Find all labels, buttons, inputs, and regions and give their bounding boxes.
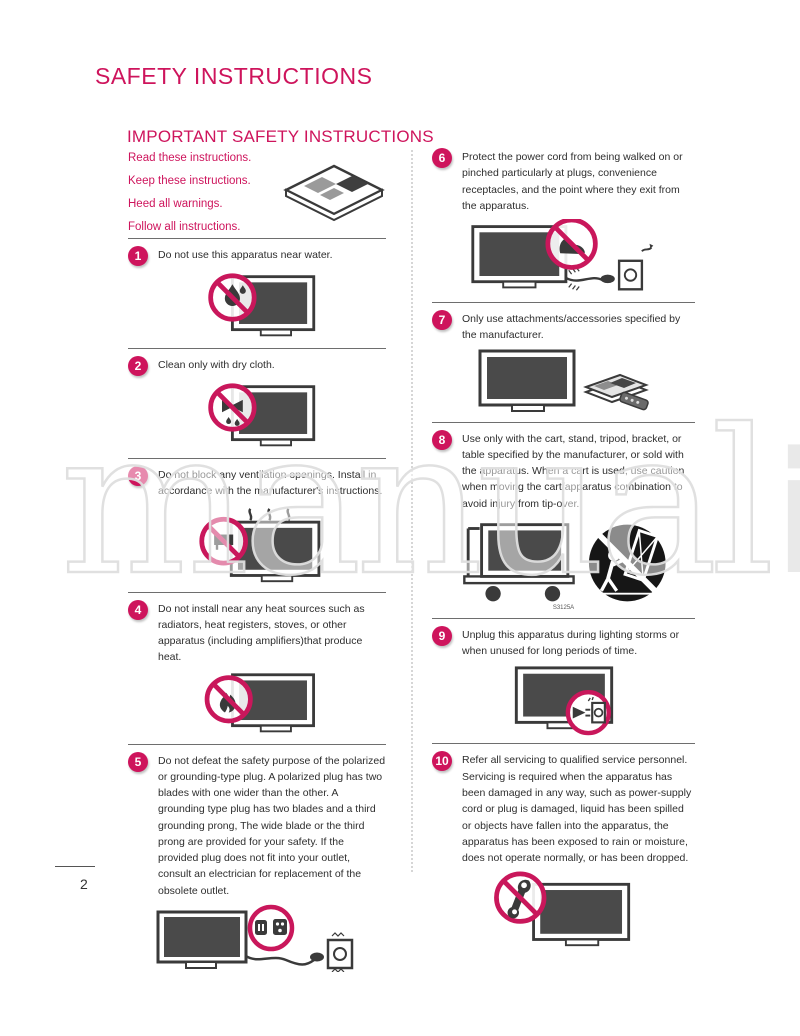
footer-rule — [55, 866, 95, 867]
item-number-badge: 2 — [128, 356, 148, 376]
no-stepping-on-cord-icon — [432, 214, 695, 302]
separator-line — [128, 348, 386, 349]
item-number-badge: 3 — [128, 466, 148, 486]
column-divider — [411, 150, 413, 872]
page-number: 2 — [80, 876, 88, 892]
separator-line — [128, 238, 386, 239]
no-wet-cloth-icon — [128, 376, 386, 458]
separator-line — [128, 743, 386, 745]
section-heading: IMPORTANT SAFETY INSTRUCTIONS — [127, 127, 434, 147]
watermark-suffix: i — [774, 430, 800, 598]
item-number-badge: 4 — [128, 599, 148, 620]
no-water-icon — [128, 266, 386, 348]
item-text: Do not block any ventilation openings. I… — [158, 469, 383, 498]
intro-line: Keep these instructions. — [128, 175, 251, 187]
safety-item-2: 2 Clean only with dry cloth. — [128, 349, 386, 458]
manual-book-icon — [282, 164, 386, 226]
item-number-badge: 1 — [128, 246, 148, 266]
safety-item-6: 6 Protect the power cord from being walk… — [432, 148, 695, 302]
intro-line: Read these instructions. — [128, 152, 252, 164]
separator-line — [432, 743, 695, 745]
item-text: Protect the power cord from being walked… — [462, 151, 683, 212]
item-text: Only use attachments/accessories specifi… — [462, 313, 681, 342]
right-column: 6 Protect the power cord from being walk… — [432, 148, 695, 956]
separator-line — [432, 302, 695, 304]
safety-item-4: 4 Do not install near any heat sources s… — [128, 593, 386, 744]
intro-line: Follow all instructions. — [128, 221, 241, 233]
item-text: Do not defeat the safety purpose of the … — [158, 754, 386, 897]
unplug-icon — [432, 659, 695, 743]
no-user-servicing-icon — [432, 866, 695, 956]
item-text: Unplug this apparatus during lighting st… — [462, 628, 680, 658]
item-number-badge: 8 — [432, 429, 452, 450]
no-blocked-vents-icon — [128, 500, 386, 592]
separator-line — [432, 421, 695, 423]
page-title: SAFETY INSTRUCTIONS — [95, 63, 373, 90]
item-text: Use only with the cart, stand, tripod, b… — [462, 432, 685, 510]
intro-block: Read these instructions. Keep these inst… — [128, 150, 386, 238]
separator-line — [128, 458, 386, 459]
no-heat-sources-icon — [128, 666, 386, 744]
cart-tip-over-icon: S3125A — [432, 512, 695, 618]
item-number-badge: 9 — [432, 625, 452, 646]
item-text: Refer all servicing to qualified service… — [462, 754, 692, 865]
safety-item-8: 8 Use only with the cart, stand, tripod,… — [432, 423, 695, 618]
item-number-badge: 6 — [432, 148, 452, 168]
safety-item-1: 1 Do not use this apparatus near water. — [128, 239, 386, 348]
safety-item-9: 9 Unplug this apparatus during lighting … — [432, 619, 695, 744]
item-text: Clean only with dry cloth. — [158, 359, 275, 371]
item-text: Do not use this apparatus near water. — [158, 249, 333, 261]
separator-line — [432, 617, 695, 619]
safety-item-5: 5 Do not defeat the safety purpose of th… — [128, 745, 386, 979]
item-number-badge: 5 — [128, 751, 148, 772]
left-column: Read these instructions. Keep these inst… — [128, 150, 386, 979]
safety-item-7: 7 Only use attachments/accessories speci… — [432, 303, 695, 422]
item-text: Do not install near any heat sources suc… — [158, 602, 365, 664]
separator-line — [128, 591, 386, 593]
item-number-badge: 10 — [432, 751, 452, 772]
safety-item-10: 10 Refer all servicing to qualified serv… — [432, 744, 695, 956]
cart-symbol-label: S3125A — [552, 604, 575, 611]
polarized-plug-icon — [128, 899, 386, 979]
intro-line: Heed all warnings. — [128, 198, 223, 210]
accessories-icon — [432, 344, 695, 422]
safety-item-3: 3 Do not block any ventilation openings.… — [128, 459, 386, 592]
item-number-badge: 7 — [432, 310, 452, 331]
